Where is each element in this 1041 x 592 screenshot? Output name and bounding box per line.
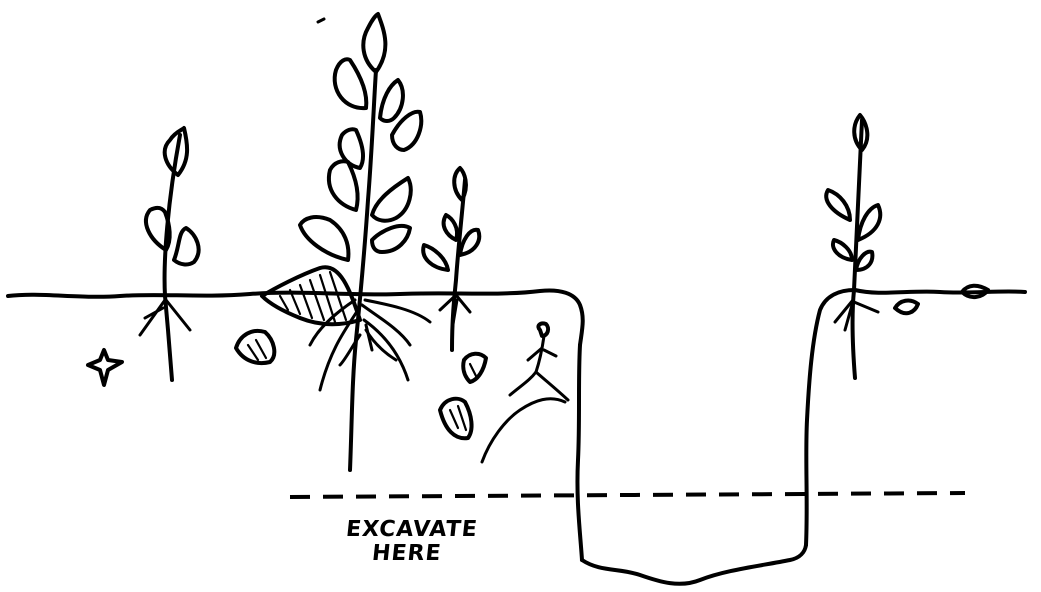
here-label: HERE bbox=[371, 541, 443, 566]
pit-wall-left bbox=[577, 345, 582, 560]
excavate-label: EXCAVATE bbox=[345, 517, 479, 542]
figure-near-pit bbox=[510, 323, 568, 400]
small-stone bbox=[88, 350, 122, 385]
plant-right bbox=[826, 115, 880, 378]
soil-contour bbox=[482, 399, 565, 462]
hatched-rock-small-mid bbox=[463, 354, 486, 382]
plant-center-small bbox=[423, 168, 479, 350]
stone-right-1 bbox=[895, 301, 918, 314]
hatched-rock-lower bbox=[440, 399, 472, 439]
plant-center-tall bbox=[300, 14, 430, 470]
hatched-rock-small-left bbox=[236, 331, 274, 363]
ground-surface-right bbox=[855, 290, 1025, 293]
pit-wall-right bbox=[806, 290, 855, 545]
stray-mark bbox=[318, 19, 324, 22]
pit-bottom bbox=[582, 545, 806, 584]
excavation-depth-line bbox=[290, 493, 965, 497]
plant-left-small bbox=[140, 128, 199, 380]
